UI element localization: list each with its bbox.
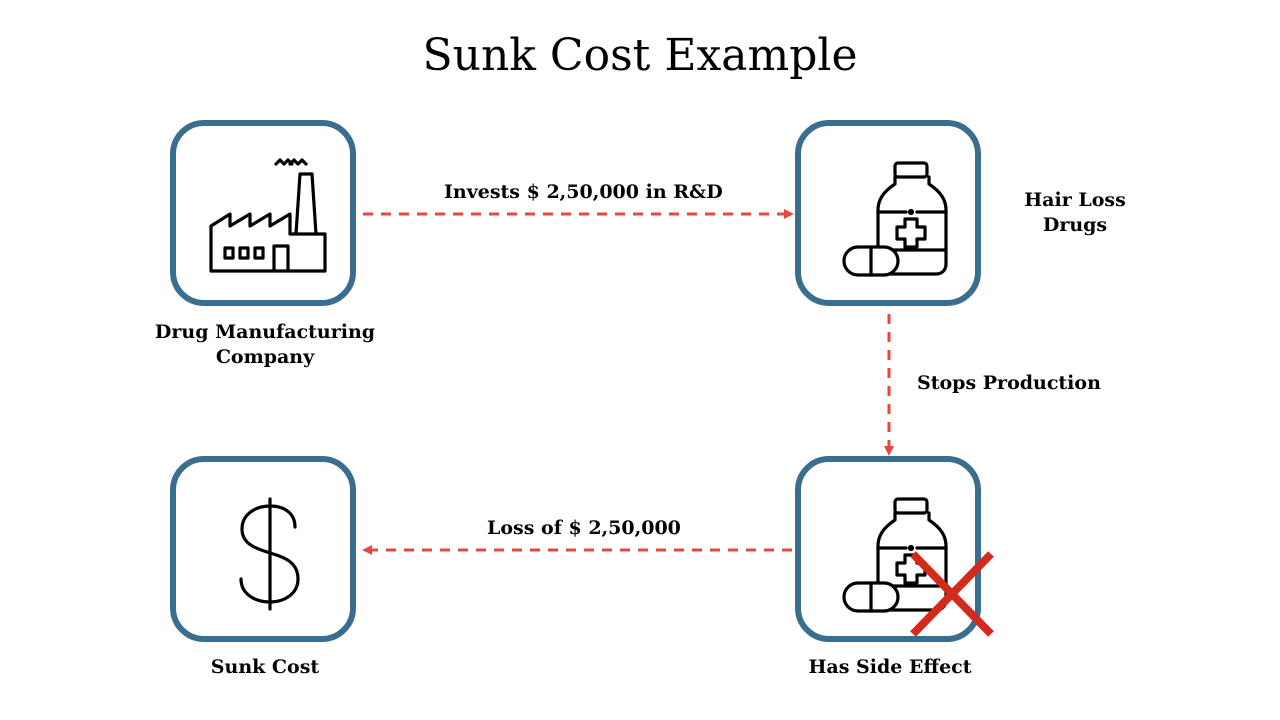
- medicine-bottle-crossed-icon: [842, 497, 994, 637]
- medicine-bottle-icon: [842, 161, 948, 277]
- drugs-box: [795, 120, 981, 306]
- drugs-label: Hair Loss Drugs: [995, 188, 1155, 238]
- cross-mark-icon: [910, 551, 994, 637]
- factory-icon: [209, 158, 327, 273]
- edge-label-loss: Loss of $ 2,50,000: [487, 517, 681, 539]
- company-box: [170, 120, 356, 306]
- drugs-label-line-1: Hair Loss: [1024, 189, 1126, 211]
- dollar-icon: [239, 497, 300, 611]
- edge-label-invests: Invests $ 2,50,000 in R&D: [444, 181, 723, 203]
- company-label: Drug Manufacturing Company: [130, 320, 400, 370]
- company-label-line-1: Drug Manufacturing: [154, 321, 376, 343]
- sunk-cost-label: Sunk Cost: [210, 656, 320, 678]
- drugs-label-line-2: Drugs: [1042, 214, 1108, 236]
- diagram-title: Sunk Cost Example: [422, 30, 858, 81]
- edge-label-stops-production: Stops Production: [917, 372, 1101, 394]
- side-effect-label: Has Side Effect: [808, 656, 972, 678]
- side-effect-box: [795, 456, 994, 642]
- sunk-cost-box: [170, 456, 356, 642]
- company-label-line-2: Company: [215, 346, 315, 368]
